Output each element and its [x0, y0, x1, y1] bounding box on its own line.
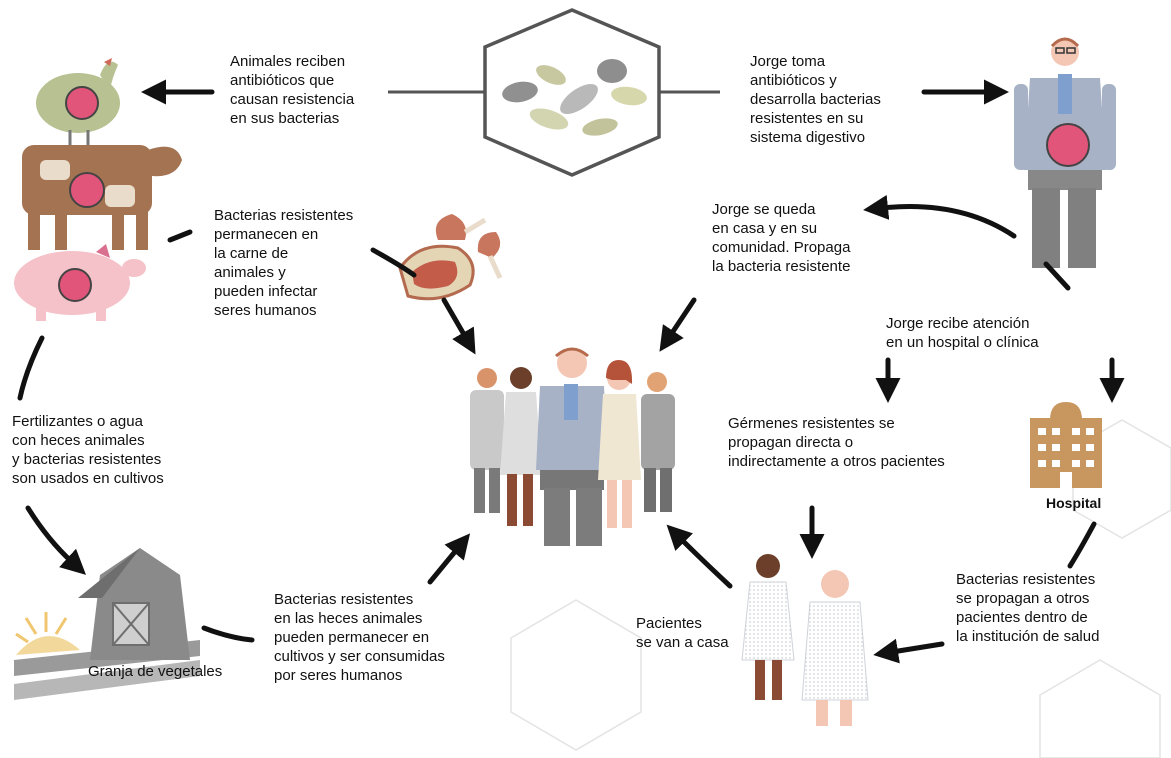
label-jorge-takes: Jorge toma antibióticos y desarrolla bac…: [750, 53, 881, 146]
flow-arrows: [17, 79, 1125, 664]
label-hospital: Hospital: [1046, 495, 1102, 511]
arrow-animals-to-meat: [167, 229, 193, 243]
label-bacteria-institution: Bacterias resistentes se propagan a otro…: [956, 571, 1100, 645]
barn-icon: [14, 548, 200, 700]
label-bacteria-feces: Bacterias resistentes en las heces anima…: [274, 591, 445, 684]
arrow-barn-to-crops: [201, 625, 255, 643]
arrow-hospital-to-institution: [1067, 521, 1097, 569]
jorge-icon: [1014, 37, 1116, 268]
meat-icon: [398, 214, 503, 301]
patients-icon: [741, 554, 869, 726]
arrow-meat-down: [441, 297, 476, 355]
arrow-patients-to-people: [666, 524, 733, 589]
arrow-community-to-people: [659, 297, 697, 352]
label-jorge-stays: Jorge se queda en casa y en su comunidad…: [712, 201, 851, 275]
pills-icon: [502, 59, 647, 136]
cow-icon: [22, 145, 182, 250]
arrow-jorge-to-community: [863, 194, 1017, 239]
label-jorge-hospital: Jorge recibe atención en un hospital o c…: [886, 315, 1039, 351]
pills-hexagon: [388, 8, 720, 177]
label-bacteria-meat: Bacterias resistentes permanecen en la c…: [214, 207, 354, 319]
label-animals-receive: Animales reciben antibióticos que causan…: [230, 53, 355, 127]
arrow-pig-down: [17, 335, 45, 401]
label-patients-home: Pacientes se van a casa: [636, 615, 729, 651]
arrow-fertilizer-to-barn: [25, 505, 87, 575]
chicken-icon: [36, 58, 120, 150]
label-farm: Granja de vegetales: [88, 663, 223, 680]
hospital-icon: [1030, 402, 1102, 488]
arrow-institution-to-patients: [873, 638, 945, 664]
arrow-meat-to-people: [370, 247, 417, 278]
pig-icon: [14, 244, 146, 321]
people-group-icon: [470, 347, 675, 546]
label-fertilizers: Fertilizantes o agua con heces animales …: [12, 413, 164, 487]
arrow-jorge-down: [1043, 261, 1071, 291]
label-germs-spread: Gérmenes resistentes se propagan directa…: [728, 415, 945, 470]
arrow-crops-to-people: [427, 533, 471, 585]
